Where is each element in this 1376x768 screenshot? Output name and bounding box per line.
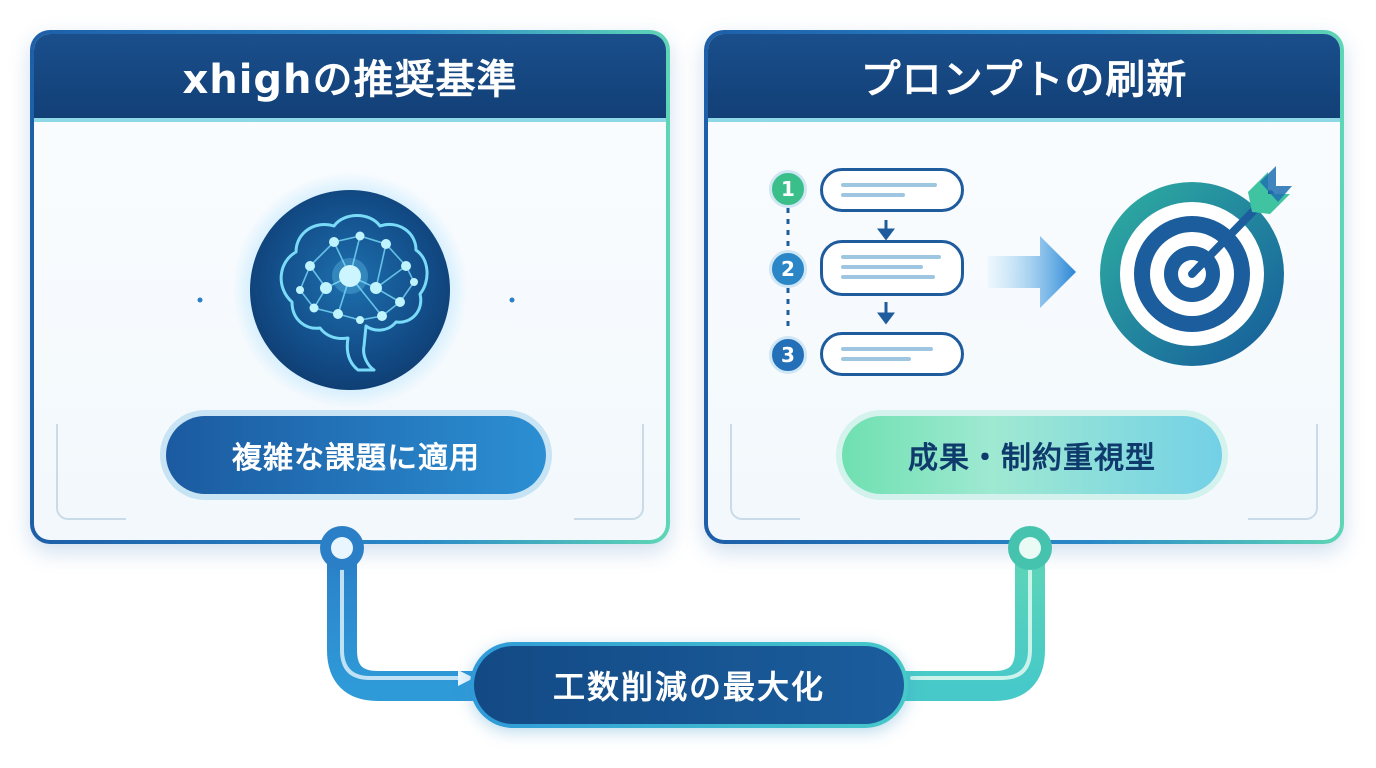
recommendation-panel-title: xhighの推奨基準 bbox=[182, 57, 518, 103]
recommendation-panel-header: xhighの推奨基準 bbox=[34, 34, 666, 122]
effort-reduction-label: 工数削減の最大化 bbox=[552, 668, 825, 706]
brain-network-icon bbox=[232, 172, 468, 408]
prompt-renewal-panel-body: 1 2 3 bbox=[708, 126, 1340, 540]
effort-reduction-pill: 工数削減の最大化 bbox=[470, 642, 908, 728]
prompt-renewal-panel: プロンプトの刷新 bbox=[704, 30, 1344, 544]
step-3-number: 3 bbox=[769, 336, 807, 374]
side-dots bbox=[197, 297, 515, 303]
corner-bracket-right bbox=[1248, 424, 1318, 520]
outcome-constraint-pill: 成果・制約重視型 bbox=[842, 416, 1222, 494]
corner-bracket-left bbox=[56, 424, 126, 520]
effort-reduction-pill-inner: 工数削減の最大化 bbox=[474, 646, 904, 724]
step-2-box bbox=[820, 240, 964, 296]
prompt-renewal-panel-inner: プロンプトの刷新 bbox=[708, 34, 1340, 540]
step-1-number: 1 bbox=[769, 170, 807, 208]
prompt-renewal-panel-title: プロンプトの刷新 bbox=[860, 57, 1188, 103]
recommendation-panel-body: 複雑な課題に適用 bbox=[34, 126, 666, 540]
step-1-box bbox=[820, 168, 964, 212]
prompt-renewal-panel-header: プロンプトの刷新 bbox=[708, 34, 1340, 122]
step-connectors bbox=[786, 208, 895, 332]
recommendation-panel: xhighの推奨基準 bbox=[30, 30, 670, 544]
corner-bracket-left bbox=[730, 424, 800, 520]
corner-bracket-right bbox=[574, 424, 644, 520]
apply-complex-tasks-pill: 複雑な課題に適用 bbox=[166, 416, 546, 494]
step-2-number: 2 bbox=[769, 250, 807, 288]
step-3-box bbox=[820, 332, 964, 376]
flow-arrow-icon bbox=[988, 236, 1076, 308]
target-arrow-icon bbox=[1100, 166, 1292, 366]
recommendation-panel-inner: xhighの推奨基準 bbox=[34, 34, 666, 540]
